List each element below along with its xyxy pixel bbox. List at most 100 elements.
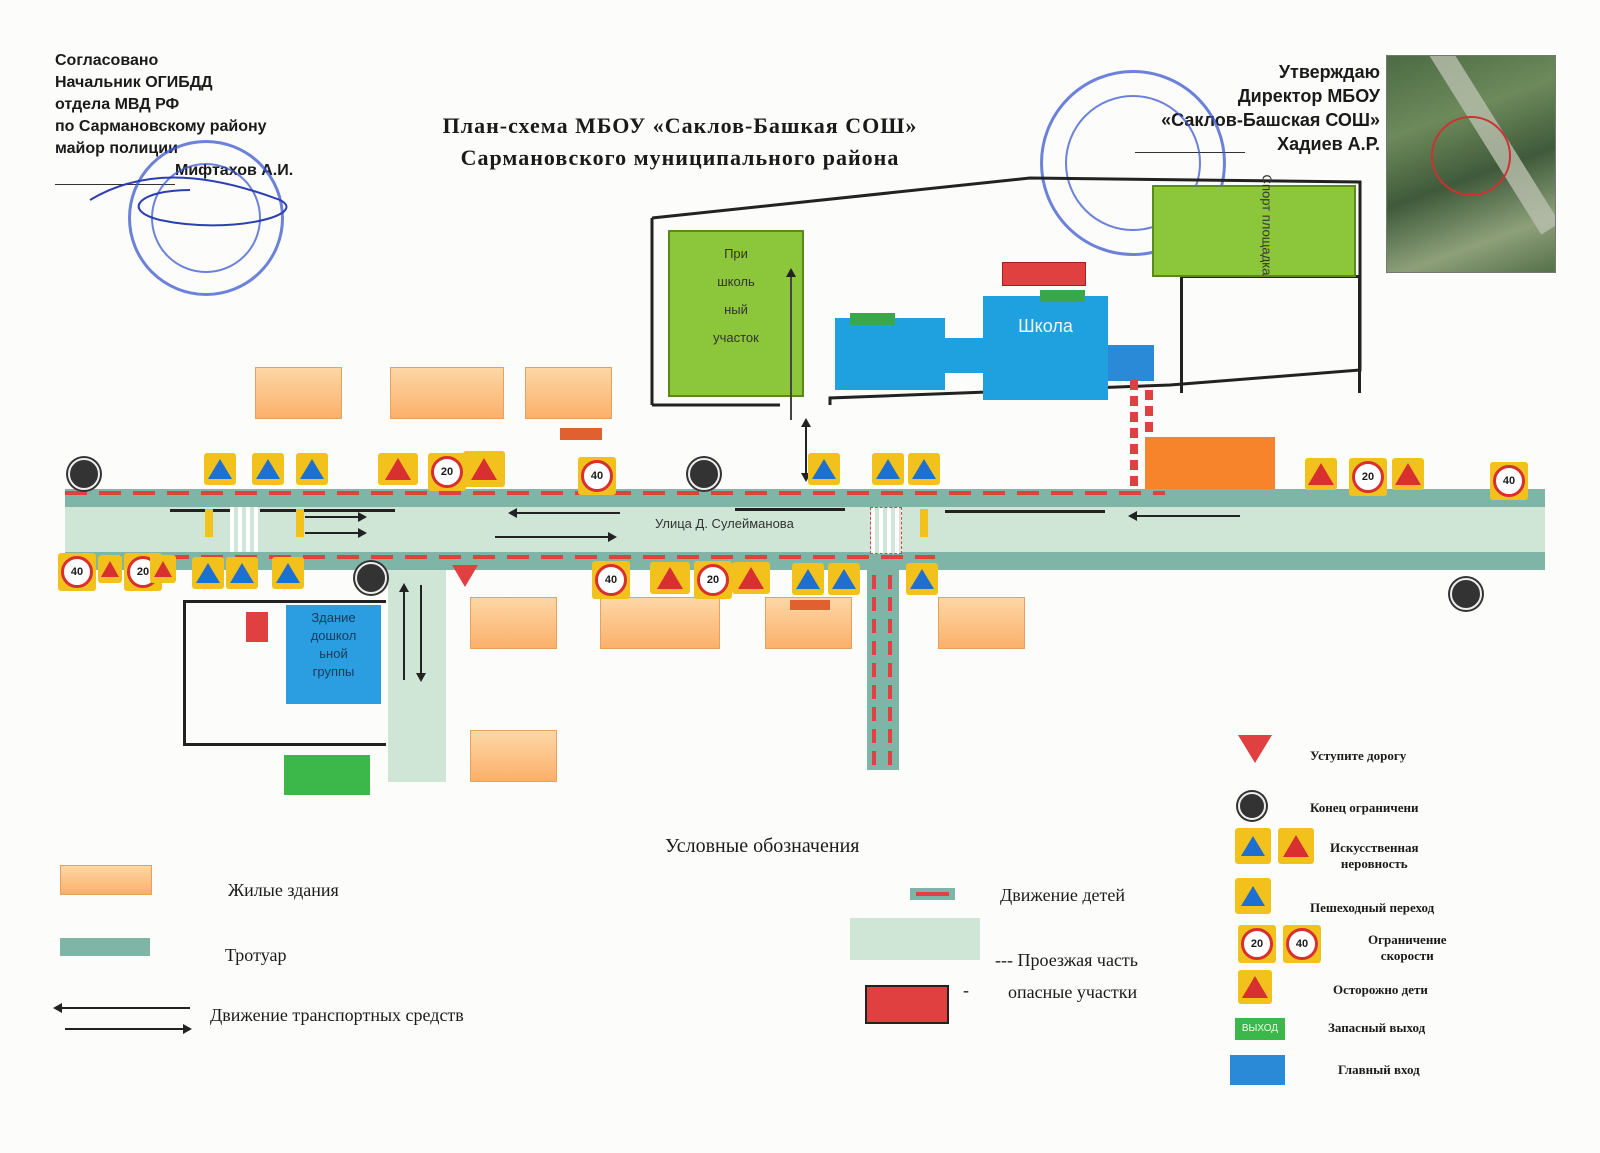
approval-left-line: отдела МВД РФ [55,96,180,113]
approval-right-line: Директор МБОУ [1237,86,1380,106]
legend-speed-label: Ограничение скорости [1368,932,1447,964]
kindergarten-entrance [246,612,268,642]
legend-bump-icon-red [1278,828,1314,864]
legend-end-restriction-label: Конец ограничени [1310,800,1419,815]
signature-line-left [55,184,175,185]
map-title: План-схема МБОУ «Саклов-Башкая СОШ» Сарм… [340,110,1020,174]
sports-ground: Спорт площадка [1152,175,1356,277]
legend-children-swatch [910,888,955,900]
legend-danger-dash: - [963,980,969,1000]
legend-danger-label: опасные участки [1008,982,1138,1002]
legend-roadway-label: --- Проезжая часть [995,950,1139,970]
school-location-marker [1431,116,1511,196]
speed-limit-sign: 40 [58,553,96,591]
pedestrian-crossing [870,507,902,554]
school-connector [944,338,984,373]
legend-crosswalk-label: Пешеходный переход [1310,900,1435,915]
approval-left-line: майор полиции [55,140,178,157]
crosswalk-sign [906,563,938,595]
kindergarten-label-line: Здание [311,610,356,625]
speed-bump-line [945,510,1105,513]
school-wing-left [835,318,945,390]
traffic-arrow-north [399,583,409,680]
approval-right-signature-name: Хадиев А.Р. [1277,134,1380,154]
legend-bump-label: Искусственная неровность [1330,840,1419,872]
residential-building [470,597,557,649]
sports-ground-label: Спорт площадка [1259,174,1275,276]
legend-children-icon [1238,970,1272,1004]
legend-speed-label-line: скорости [1380,948,1434,963]
residential-building [600,597,720,649]
legend-yield-label: Уступите дорогу [1310,748,1407,763]
traffic-arrow-east [305,512,367,522]
kindergarten-label-line: ьной [319,646,348,661]
signature-scribble-left [89,176,288,227]
approval-right-line: Утверждаю [1278,62,1380,82]
traffic-arrow-east [305,528,367,538]
crosswalk-sign [792,563,824,595]
legend-emergency-exit-label: Запасный выход [1328,1020,1426,1035]
legend-children-label-sign: Осторожно дети [1333,982,1428,997]
yield-sign [452,565,478,587]
legend-main-entrance-label: Главный вход [1338,1062,1420,1077]
children-sign [732,562,770,594]
speed-limit-sign: 20 [428,453,466,491]
residential-building [390,367,504,419]
children-path-arrow [801,418,811,482]
legend-yield-icon [1238,735,1272,763]
kindergarten-fence [183,600,386,746]
legend-sidewalk-label: Тротуар [225,945,287,965]
children-path-arrow [786,268,796,420]
kindergarten-label-line: группы [312,664,355,679]
sports-ground-fence [1180,275,1361,393]
legend-title: Условные обозначения [665,835,860,857]
garden-label-line: ный [724,302,748,317]
satellite-inset [1386,55,1556,273]
legend-speed-icon-40: 40 [1283,925,1321,963]
title-line-1: План-схема МБОУ «Саклов-Башкая СОШ» [442,113,918,138]
legend-crosswalk-icon [1235,878,1271,914]
legend-roadway-swatch [850,918,980,960]
approval-left-line: Согласовано [55,52,159,69]
garden-label-line: участок [713,330,759,345]
crosswalk-sign [252,453,284,485]
legend-bump-label-line: неровность [1340,856,1408,871]
approval-left-line: Начальник ОГИБДД [55,74,213,91]
roadway-main [65,507,1545,552]
speed-bump-sign [650,562,690,594]
legend-bump-label-line: Искусственная [1330,840,1419,855]
pedestrian-crossing [230,507,260,552]
crosswalk-sign [226,557,258,589]
children-sign [98,555,122,583]
speed-limit-sign: 20 [694,561,732,599]
speed-bump [296,509,304,537]
small-structure [560,428,602,440]
school-garden-plot: При школь ный участок [668,230,804,397]
speed-limit-sign: 40 [578,457,616,495]
legend-traffic-label: Движение транспортных средств [210,1005,464,1025]
street-label: Улица Д. Сулейманова [655,516,794,531]
end-restriction-sign [688,458,720,490]
end-restriction-sign [355,562,387,594]
legend-traffic-arrow-west [53,1003,190,1013]
emergency-exit-marker-left [850,313,895,325]
small-structure [790,600,830,610]
speed-bump-line [735,508,845,511]
crosswalk-sign [828,563,860,595]
garden-label-line: школь [717,274,755,289]
end-restriction-sign [1450,578,1482,610]
residential-building-orange [1145,437,1275,490]
speed-bump [205,509,213,537]
legend-bump-icon-blue [1235,828,1271,864]
children-sign [378,453,418,485]
crosswalk-sign [908,453,940,485]
school-label: Школа [1018,316,1073,336]
legend-end-restriction-icon [1238,792,1266,820]
main-entrance-marker [1108,345,1154,381]
children-movement-south [65,555,935,559]
legend-emergency-exit-icon: ВЫХОД [1235,1018,1285,1040]
kitchen-building [1002,262,1086,286]
traffic-arrow-west [508,508,620,518]
traffic-arrow-south [416,585,426,682]
